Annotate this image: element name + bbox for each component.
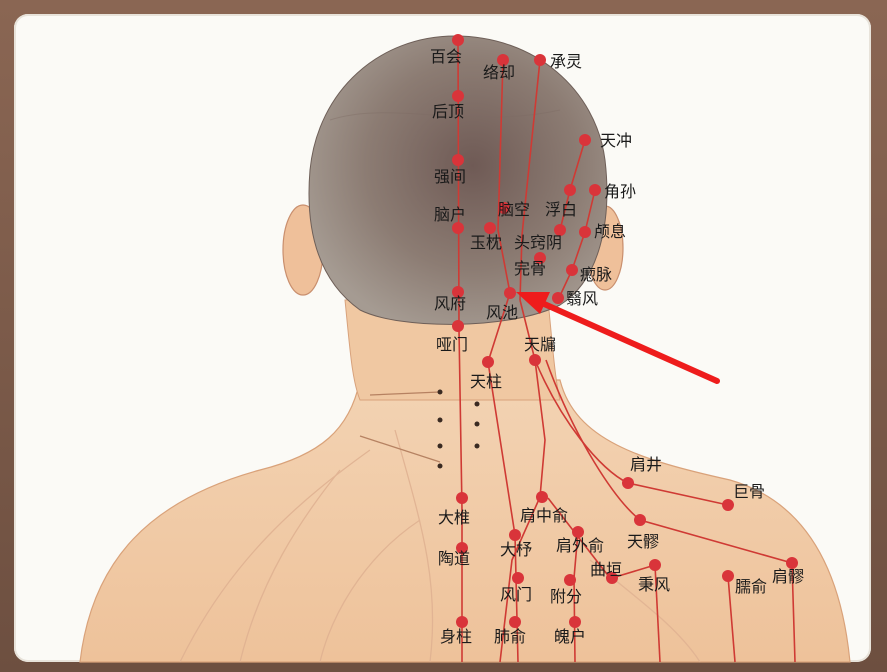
label-baihui: 百会 <box>430 47 462 66</box>
point-dazhui <box>456 492 468 504</box>
label-dazhui: 大椎 <box>438 508 470 527</box>
label-naokong: 脑空 <box>498 200 530 219</box>
label-qiangjian: 强间 <box>434 167 466 186</box>
label-fubai: 浮白 <box>545 200 577 219</box>
point-tiaoliao <box>634 514 646 526</box>
point-qiangjian <box>452 154 464 166</box>
label-wangu: 完骨 <box>514 259 546 278</box>
label-taodao: 陶道 <box>438 549 470 568</box>
point-chengling <box>534 54 546 66</box>
point-tianzhu <box>482 356 494 368</box>
point-chimai <box>566 264 578 276</box>
label-naoshu: 臑俞 <box>735 577 767 596</box>
label-tianyou: 天牖 <box>524 335 556 354</box>
label-jianliao: 肩髎 <box>772 567 804 586</box>
point-luxi <box>579 226 591 238</box>
label-chengling: 承灵 <box>550 52 582 71</box>
point-jiaosun <box>589 184 601 196</box>
point-bingfeng <box>649 559 661 571</box>
label-fengchi: 风池 <box>486 303 518 322</box>
label-bingfeng: 秉风 <box>638 575 670 594</box>
point-fengmen <box>512 572 524 584</box>
label-chimai: 瘛脉 <box>580 265 612 284</box>
point-yifeng <box>552 292 564 304</box>
label-quyuan: 曲垣 <box>590 560 622 579</box>
label-yamen: 哑门 <box>436 335 468 354</box>
point-houding <box>452 90 464 102</box>
label-tiaoliao: 天髎 <box>627 532 659 551</box>
point-jianjing <box>622 477 634 489</box>
point-tianchong <box>579 134 591 146</box>
label-fengfu: 风府 <box>434 294 466 313</box>
label-jianjing: 肩井 <box>630 455 662 474</box>
label-fufen: 附分 <box>550 587 582 606</box>
label-fengmen: 风门 <box>500 585 532 604</box>
label-houding: 后顶 <box>432 102 464 121</box>
point-fufen <box>564 574 576 586</box>
point-jianzhongshu <box>536 491 548 503</box>
label-tianchong: 天冲 <box>600 131 632 150</box>
label-luxi: 颅息 <box>594 222 626 241</box>
point-fengchi <box>504 287 516 299</box>
label-jugu: 巨骨 <box>733 482 765 501</box>
label-yuzhen: 玉枕 <box>470 233 502 252</box>
label-jianzhongshu: 肩中俞 <box>520 506 568 525</box>
point-naoshu <box>722 570 734 582</box>
label-touqiaoyin: 头窍阴 <box>514 233 562 252</box>
label-shenzhu: 身柱 <box>440 627 472 646</box>
label-naohu: 脑户 <box>434 205 466 224</box>
point-tianyou <box>529 354 541 366</box>
label-tianzhu: 天柱 <box>470 372 502 391</box>
label-jiaosun: 角孙 <box>604 182 636 201</box>
label-dazhu: 大杼 <box>500 540 532 559</box>
label-yifeng: 翳风 <box>566 289 598 308</box>
label-pohu: 魄户 <box>554 627 586 646</box>
point-yamen <box>452 320 464 332</box>
point-baihui <box>452 34 464 46</box>
label-luoque: 络却 <box>483 63 515 82</box>
point-fubai <box>564 184 576 196</box>
label-feishu: 肺俞 <box>494 627 526 646</box>
label-jianwaishu: 肩外俞 <box>556 536 604 555</box>
